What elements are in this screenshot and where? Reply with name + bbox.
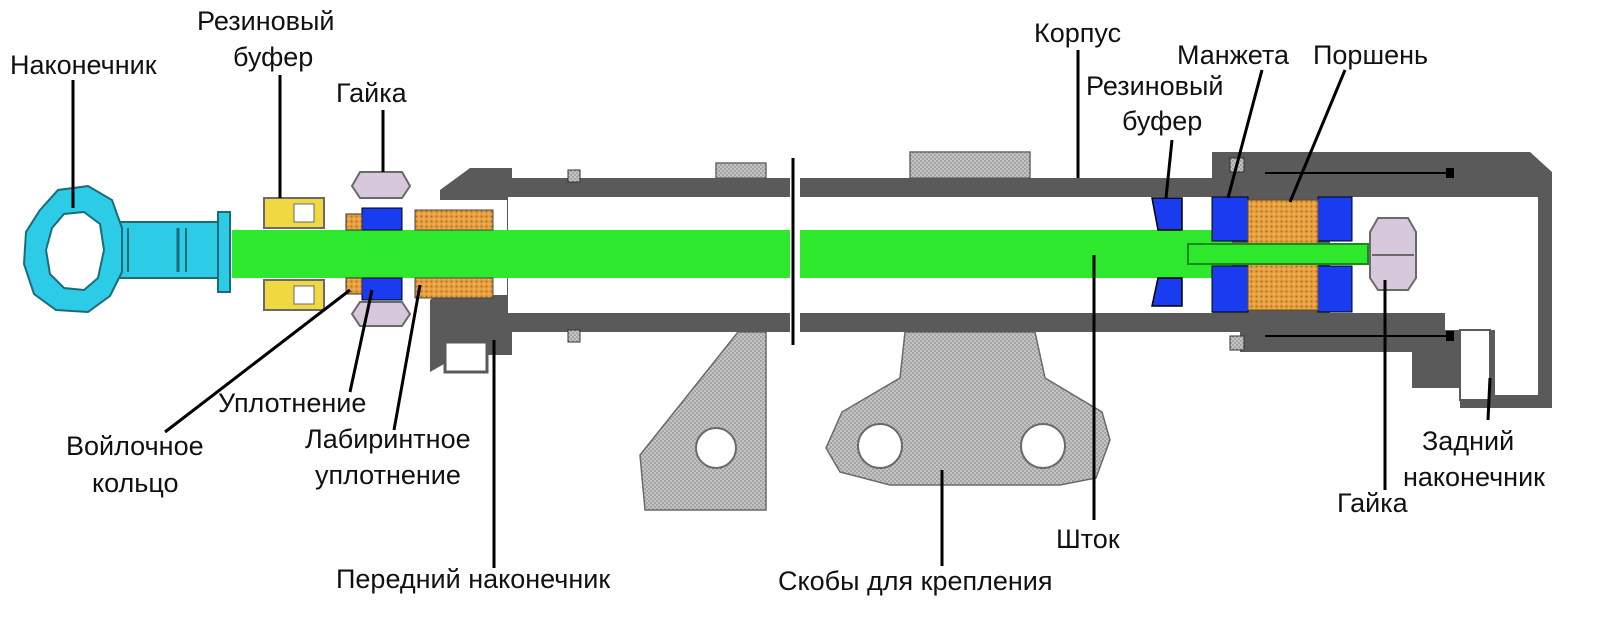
label-rear-rubber-buffer-2: буфер xyxy=(1122,106,1202,136)
label-brackets: Скобы для крепления xyxy=(778,566,1052,596)
label-felt-ring-1: Войлочное xyxy=(66,431,204,461)
rear-rubber-buffer xyxy=(1151,197,1183,231)
label-rear-tip-2: наконечник xyxy=(1403,462,1545,492)
bracket-right-hole-2 xyxy=(1020,423,1066,469)
labels: Наконечник Резиновый буфер Гайка Корпус … xyxy=(10,6,1545,596)
piston-rod xyxy=(232,230,1232,278)
label-felt-ring-2: кольцо xyxy=(92,468,179,498)
label-front-rubber-buffer-2: буфер xyxy=(233,42,313,72)
front-nut xyxy=(350,171,412,199)
felt-ring xyxy=(345,213,363,231)
label-rear-nut: Гайка xyxy=(1337,488,1409,518)
label-seal: Уплотнение xyxy=(218,388,366,418)
rear-internals xyxy=(1151,196,1417,313)
label-front-tip: Передний наконечник xyxy=(336,564,610,594)
label-front-nut: Гайка xyxy=(336,78,408,108)
cuff xyxy=(1211,196,1249,242)
label-rear-rubber-buffer-1: Резиновый xyxy=(1086,71,1223,101)
label-cuff: Манжета xyxy=(1177,40,1290,70)
label-labyrinth-seal-2: уплотнение xyxy=(315,460,461,490)
mounting-brackets xyxy=(639,151,1111,511)
label-rod: Шток xyxy=(1056,524,1120,554)
leader-lines xyxy=(71,50,1492,568)
piston xyxy=(1247,199,1319,245)
labyrinth-seal xyxy=(414,209,494,231)
seal xyxy=(361,207,403,231)
label-labyrinth-seal-1: Лабиринтное xyxy=(305,424,471,454)
eye-tip xyxy=(22,184,231,314)
label-tip: Наконечник xyxy=(10,50,157,80)
label-piston: Поршень xyxy=(1313,40,1428,70)
label-body: Корпус xyxy=(1034,18,1121,48)
bracket-left-hole xyxy=(695,427,737,469)
bracket-right-hole-1 xyxy=(857,423,903,469)
label-front-rubber-buffer-1: Резиновый xyxy=(197,6,334,36)
label-rear-tip-1: Задний xyxy=(1422,426,1514,456)
